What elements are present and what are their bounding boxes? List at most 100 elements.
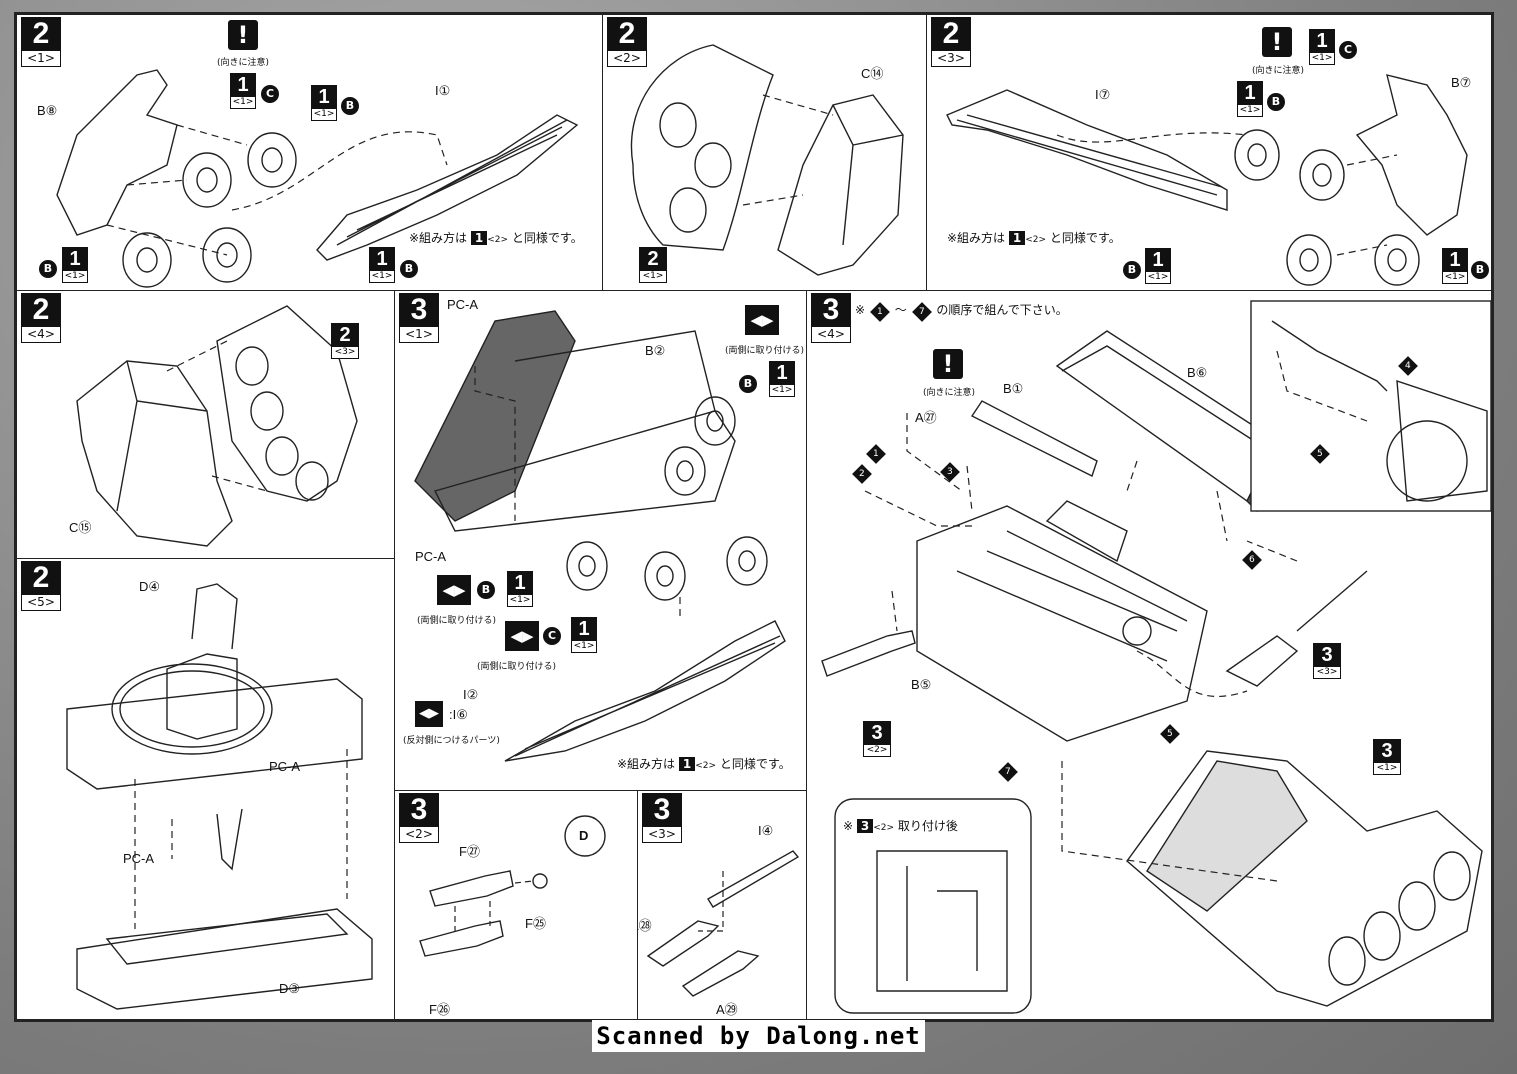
part-label-a27: A㉗ <box>915 410 937 425</box>
ref-step-1-1-b: 1<1> <box>1237 81 1263 117</box>
runner-b-icon: B <box>400 260 418 278</box>
ref-step-3-3: 3<3> <box>1313 643 1341 679</box>
part-label-b6: B⑥ <box>1187 365 1208 380</box>
part-label-a29: A㉙ <box>716 1002 738 1017</box>
parts-illustration <box>630 44 904 276</box>
step-number-3-3: 3<3> <box>642 793 682 843</box>
part-label-pc-a: PC-A <box>123 851 155 866</box>
ref-step-1-1-c: 1<1> <box>230 73 256 109</box>
instruction-page: 2<1> ! (向きに注意) 1<1> C 1<1> B B⑧ I① ※組み方は… <box>14 12 1494 1022</box>
both-sides-note: (両側に取り付ける) <box>725 346 805 356</box>
panel-step-3-4: 3<4> ※ 1 〜 7 の順序で組んで下さい。 ! (向きに注意) B① B⑥… <box>806 290 1492 1020</box>
ref-step-1-1-b: 1<1> <box>369 247 395 283</box>
step-number-2-4: 2<4> <box>21 293 61 343</box>
runner-b-icon: B <box>739 375 757 393</box>
panel-step-3-1: 3<1> PC-A PC-A B② ◀▶ (両側に取り付ける) B 1<1> ◀… <box>394 290 808 792</box>
mirror-both-sides-icon: ◀▶ <box>437 575 471 605</box>
part-label-b2: B② <box>645 343 666 358</box>
opposite-side-note: (反対側につけるパーツ) <box>403 736 500 746</box>
panel-step-2-3: 2<3> ! (向きに注意) 1<1> C 1<1> B I⑦ B⑦ ※組み方は… <box>926 14 1492 292</box>
part-label-b7: B⑦ <box>1451 75 1472 90</box>
part-label-i6: :I⑥ <box>449 707 468 722</box>
panel-step-2-2: 2<2> C⑭ 2<1> <box>602 14 928 292</box>
part-label-i7: I⑦ <box>1095 87 1111 102</box>
part-label-f26: F㉖ <box>429 1002 450 1017</box>
step-number-2-2: 2<2> <box>607 17 647 67</box>
step-number-3-1: 3<1> <box>399 293 439 343</box>
step-number-2-5: 2<5> <box>21 561 61 611</box>
step-number-3-4: 3<4> <box>811 293 851 343</box>
ref-step-1-1-c: 1<1> <box>1309 29 1335 65</box>
caution-icon: ! <box>228 20 258 50</box>
step-number-2-3: 2<3> <box>931 17 971 67</box>
ref-step-3-1: 3<1> <box>1373 739 1401 775</box>
ref-step-2-1: 2<1> <box>639 247 667 283</box>
panel-step-3-3: 3<3> I④ A㉘ A㉙ <box>637 790 808 1020</box>
both-sides-note: (両側に取り付ける) <box>417 616 497 626</box>
panel-step-2-5: 2<5> D④ PC-A PC-A D③ <box>16 558 396 1020</box>
caution-icon: ! <box>933 349 963 379</box>
orientation-note: (向きに注意) <box>923 388 976 398</box>
runner-c-icon: C <box>261 85 279 103</box>
same-assembly-note: ※組み方は 1<2> と同様です。 <box>409 231 583 245</box>
ref-step-3-2: 3<2> <box>863 721 891 757</box>
runner-b-icon: B <box>477 581 495 599</box>
ref-step-1-1-b: 1<1> <box>62 247 88 283</box>
ref-step-1-1-c: 1<1> <box>571 617 597 653</box>
panel-step-2-1: 2<1> ! (向きに注意) 1<1> C 1<1> B B⑧ I① ※組み方は… <box>16 14 604 292</box>
parts-illustration <box>646 850 800 997</box>
runner-b-icon: B <box>1267 93 1285 111</box>
part-label-i4: I④ <box>758 823 774 838</box>
runner-b-icon: B <box>1123 261 1141 279</box>
part-label-i2: I② <box>463 687 479 702</box>
ref-step-1-1-b: 1<1> <box>769 361 795 397</box>
part-label-d3: D③ <box>279 981 301 996</box>
ref-step-2-3: 2<3> <box>331 323 359 359</box>
parts-illustration <box>56 69 579 288</box>
same-assembly-note: ※組み方は 1<2> と同様です。 <box>947 231 1121 245</box>
runner-b-icon: B <box>39 260 57 278</box>
caution-icon: ! <box>1262 27 1292 57</box>
part-label-pc-a: PC-A <box>269 759 301 774</box>
parts-illustration <box>946 74 1468 286</box>
after-install-note: ※ 3<2> 取り付け後 <box>843 819 958 833</box>
part-label-b1: B① <box>1003 381 1024 396</box>
parts-illustration <box>419 815 606 957</box>
orientation-note: (向きに注意) <box>217 58 270 68</box>
mirror-both-sides-icon: ◀▶ <box>505 621 539 651</box>
runner-b-icon: B <box>1471 261 1489 279</box>
part-label-pc-a: PC-A <box>415 549 447 564</box>
orientation-note: (向きに注意) <box>1252 66 1305 76</box>
scan-credit: Scanned by Dalong.net <box>0 1020 1517 1052</box>
both-sides-note: (両側に取り付ける) <box>477 662 557 672</box>
assembly-order-note: ※ 1 〜 7 の順序で組んで下さい。 <box>855 301 1068 322</box>
step-number-3-2: 3<2> <box>399 793 439 843</box>
same-assembly-note: ※組み方は 1<2> と同様です。 <box>617 757 791 771</box>
parts-illustration <box>76 305 358 547</box>
part-label-c15: C⑮ <box>69 520 92 535</box>
part-label-f27: F㉗ <box>459 844 480 859</box>
mirror-both-sides-icon: ◀▶ <box>745 305 779 335</box>
part-label-b8: B⑧ <box>37 103 58 118</box>
ref-step-1-1-b: 1<1> <box>507 571 533 607</box>
ref-step-1-1-b: 1<1> <box>1442 248 1468 284</box>
part-label-d4: D④ <box>139 579 161 594</box>
part-label-c14: C⑭ <box>861 66 884 81</box>
ref-step-1-1-b: 1<1> <box>1145 248 1171 284</box>
part-label-f25: F㉕ <box>525 916 546 931</box>
runner-c-icon: C <box>1339 41 1357 59</box>
panel-step-2-4: 2<4> 2<3> C⑮ <box>16 290 396 560</box>
step-number-2-1: 2<1> <box>21 17 61 67</box>
panel-step-3-2: 3<2> F㉗ F㉕ F㉖ D <box>394 790 639 1020</box>
parts-illustration <box>821 300 1491 1014</box>
part-label-b5: B⑤ <box>911 677 932 692</box>
detail-label-d: D <box>579 828 589 843</box>
part-label-a28: A㉘ <box>638 918 652 933</box>
part-label-pc-a: PC-A <box>447 297 479 312</box>
runner-c-icon: C <box>543 627 561 645</box>
opposite-side-icon: ◀▶ <box>415 701 443 727</box>
part-label-i1: I① <box>435 83 451 98</box>
runner-b-icon: B <box>341 97 359 115</box>
parts-illustration <box>66 583 373 1010</box>
